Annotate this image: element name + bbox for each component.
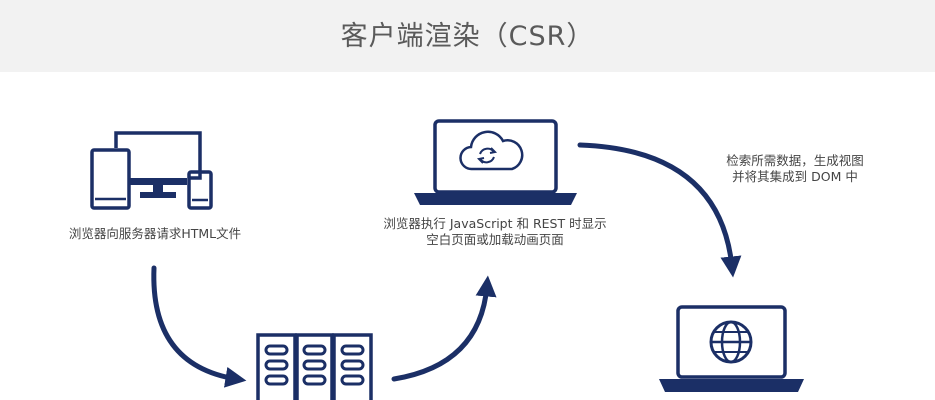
arrow-server-to-laptop — [391, 275, 497, 382]
arrow-laptop-to-dom — [577, 142, 742, 278]
globe-laptop-icon — [659, 305, 804, 392]
page-title: 客户端渲染（CSR） — [340, 21, 595, 52]
header-bar: 客户端渲染（CSR） — [0, 0, 935, 72]
caption-blank-page-line2: 空白页面或加载动画页面 — [426, 232, 564, 247]
caption-request-text: 浏览器向服务器请求HTML文件 — [68, 226, 242, 241]
caption-request-html: 浏览器向服务器请求HTML文件 — [20, 226, 290, 242]
devices-icon — [90, 131, 213, 210]
server-icon — [256, 333, 373, 400]
caption-fetch-data-line1: 检索所需数据，生成视图 — [726, 153, 864, 168]
arrow-devices-to-server — [151, 265, 247, 388]
caption-blank-page: 浏览器执行 JavaScript 和 REST 时显示 空白页面或加载动画页面 — [340, 216, 650, 248]
cloud-sync-laptop-icon — [414, 119, 577, 205]
caption-fetch-data: 检索所需数据，生成视图 并将其集成到 DOM 中 — [680, 153, 910, 185]
caption-blank-page-line1: 浏览器执行 JavaScript 和 REST 时显示 — [383, 216, 607, 231]
caption-fetch-data-line2: 并将其集成到 DOM 中 — [732, 169, 858, 184]
